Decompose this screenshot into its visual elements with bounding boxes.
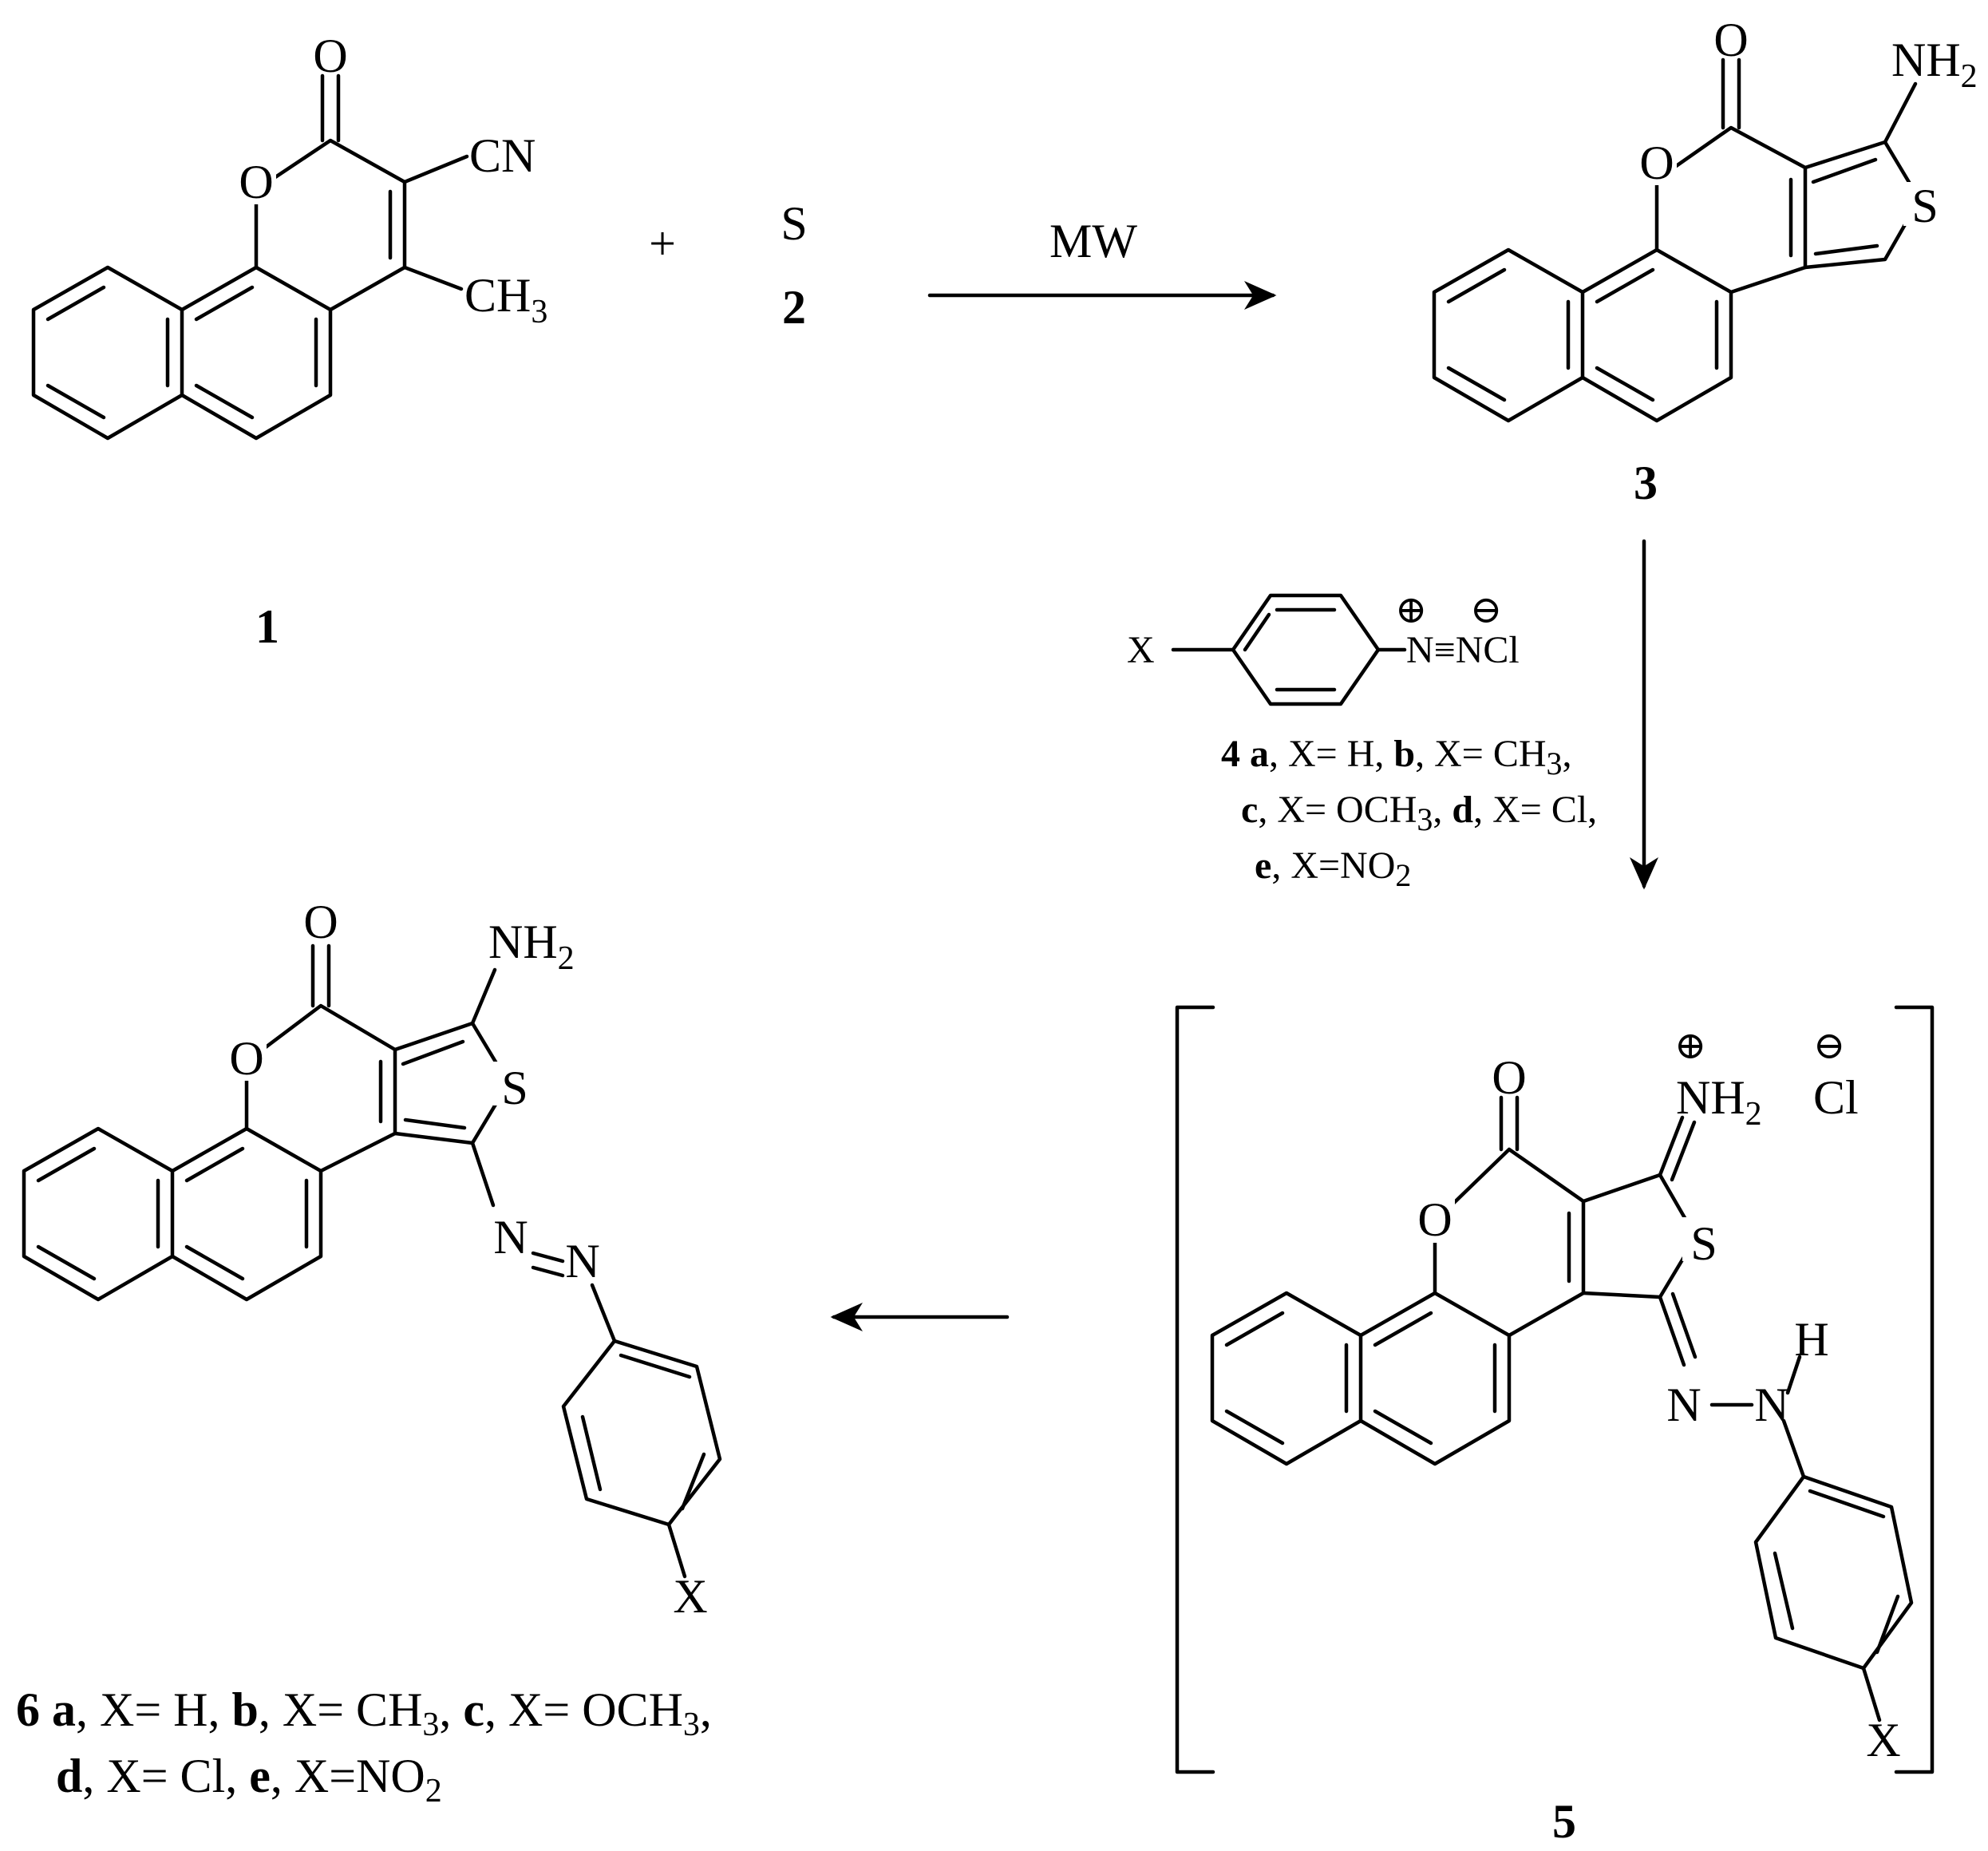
compound-5-nh2-label: NH2 bbox=[1676, 1071, 1762, 1133]
compound-5-sulfur: S bbox=[1690, 1217, 1717, 1270]
reagent-4-caption-line2: c, X= OCH3, d, X= Cl, bbox=[1241, 789, 1597, 837]
compound-3-bonds bbox=[1432, 57, 1922, 423]
left-bracket bbox=[1175, 1005, 1215, 1774]
compound-6-ring-oxygen: O bbox=[229, 1032, 263, 1085]
reagent-4-caption-line1: 4 a, X= H, b, X= CH3, bbox=[1221, 733, 1572, 781]
compound-6-caption-line2: d, X= Cl, e, X=NO2 bbox=[56, 1750, 442, 1809]
compound-1-number: 1 bbox=[255, 600, 279, 653]
compound-6-nitrogen-2: N bbox=[565, 1235, 599, 1287]
reagent-4-positive-charge: ⊕ bbox=[1395, 589, 1427, 631]
compound-3-number: 3 bbox=[1634, 457, 1658, 509]
arrow-mw-label: MW bbox=[1049, 215, 1137, 267]
reagent-4-caption-line3: e, X=NO2 bbox=[1255, 844, 1411, 893]
right-bracket bbox=[1894, 1005, 1935, 1774]
compound-3-nh2-label: NH2 bbox=[1891, 34, 1978, 95]
reagent-4-bonds bbox=[1171, 593, 1407, 706]
compound-6-sulfur: S bbox=[501, 1062, 528, 1114]
compound-5-nitrogen-1: N bbox=[1666, 1378, 1701, 1431]
compound-1-ring-oxygen: O bbox=[239, 156, 273, 208]
compound-3-sulfur: S bbox=[1911, 180, 1938, 232]
compound-6: O O S NH2 N N X 6 a, X= H, b, X= CH3, c,… bbox=[16, 896, 722, 1809]
compound-5-negative-charge: ⊖ bbox=[1813, 1025, 1845, 1067]
compound-6-bonds bbox=[22, 943, 722, 1579]
compound-5-bonds bbox=[1210, 1095, 1914, 1722]
compound-5-ring-oxygen: O bbox=[1417, 1193, 1452, 1246]
compound-5-carbonyl-oxygen: O bbox=[1492, 1051, 1526, 1104]
compound-5-positive-charge: ⊕ bbox=[1674, 1025, 1706, 1067]
compound-2: S 2 bbox=[781, 197, 807, 334]
reagent-4-diazonium-label: N≡NCl bbox=[1406, 629, 1520, 671]
compound-3: O O S NH2 3 bbox=[1432, 14, 1978, 509]
compound-1-bonds bbox=[31, 73, 469, 441]
compound-6-x: X bbox=[673, 1570, 707, 1623]
compound-6-carbonyl-oxygen: O bbox=[303, 896, 338, 948]
compound-5-number: 5 bbox=[1552, 1795, 1576, 1848]
compound-3-ring-oxygen: O bbox=[1639, 136, 1674, 189]
compound-1-carbonyl-oxygen: O bbox=[313, 30, 347, 82]
plus-sign: + bbox=[649, 217, 676, 270]
compound-3-carbonyl-oxygen: O bbox=[1713, 14, 1748, 66]
compound-6-nitrogen-1: N bbox=[493, 1211, 528, 1264]
compound-6-caption-line1: 6 a, X= H, b, X= CH3, c, X= OCH3, bbox=[16, 1683, 712, 1743]
reagent-4-negative-charge: ⊖ bbox=[1470, 589, 1502, 631]
compound-5-chloride: Cl bbox=[1813, 1071, 1859, 1124]
compound-1-ch3-label: CH3 bbox=[464, 269, 547, 330]
reagent-4-x: X bbox=[1127, 629, 1155, 671]
compound-5: O O S ⊕ NH2 ⊖ Cl N N H X 5 bbox=[1175, 1005, 1935, 1848]
compound-5-nitrogen-2: N bbox=[1754, 1378, 1788, 1431]
compound-1: O O CN CH3 1 bbox=[31, 30, 547, 653]
compound-1-cn-label: CN bbox=[469, 129, 536, 182]
compound-5-x: X bbox=[1866, 1714, 1900, 1766]
compound-6-nh2-label: NH2 bbox=[488, 916, 575, 977]
reagent-4: X ⊕ ⊖ N≡NCl 4 a, X= H, b, X= CH3, c, X= … bbox=[1127, 589, 1597, 893]
compound-2-number: 2 bbox=[782, 281, 806, 334]
compound-2-sulfur: S bbox=[781, 197, 807, 250]
compound-5-hydrogen: H bbox=[1794, 1313, 1828, 1366]
